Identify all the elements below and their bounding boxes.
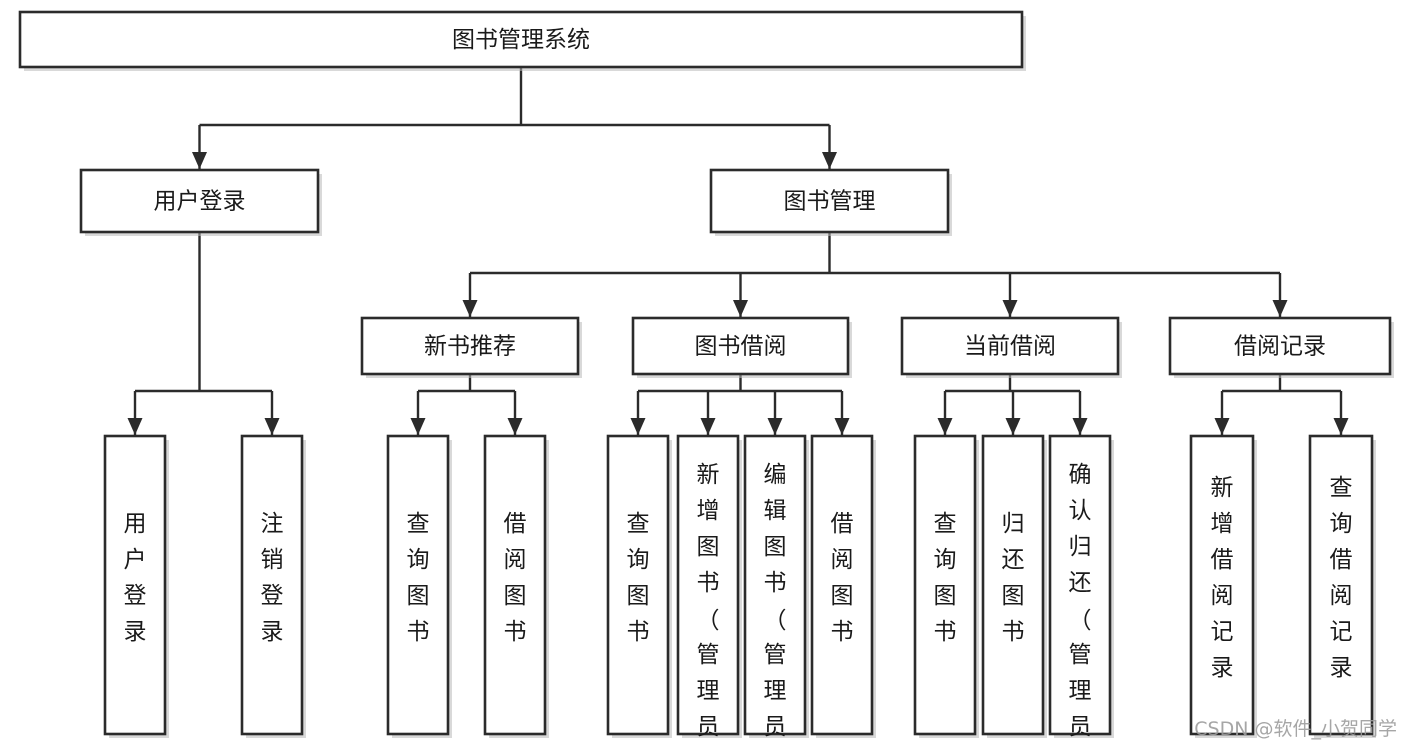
arrow-head [1005,418,1021,435]
node-box[interactable] [606,434,670,736]
node-label: 借阅记录 [1234,334,1326,360]
node-box[interactable] [676,434,740,736]
node-leaf-query-book-1[interactable]: 查询图书 [386,434,452,738]
arrow-head [834,418,850,435]
node-box[interactable] [103,434,167,736]
edge-group-current-borrow [937,374,1088,435]
node-label: 用户登录 [124,511,147,645]
node-label: 新书推荐 [424,334,516,360]
node-box[interactable] [360,316,580,376]
node-leaf-edit-book[interactable]: 编辑图书（管理员） [743,434,809,747]
node-box[interactable] [240,434,304,736]
arrow-head [822,152,837,169]
node-root[interactable]: 图书管理系统 [18,10,1026,71]
node-box[interactable] [810,434,874,736]
arrow-head [1214,418,1230,435]
arrow-head [937,418,953,435]
node-box[interactable] [483,434,547,736]
node-book-manage[interactable]: 图书管理 [709,168,952,236]
node-label: 当前借阅 [964,334,1056,360]
node-box[interactable] [79,168,320,234]
node-label: 图书借阅 [695,334,787,360]
arrow-head [1072,418,1088,435]
node-label: 确认归还（管理员） [1069,462,1092,747]
edge-group-new-book-rec [410,374,523,435]
arrow-head [1333,418,1349,435]
node-leaf-user-login[interactable]: 用户登录 [103,434,169,738]
edge-group-book-borrow [630,374,850,435]
node-borrow-record[interactable]: 借阅记录 [1168,316,1394,378]
node-leaf-confirm-return[interactable]: 确认归还（管理员） [1048,434,1114,747]
node-box[interactable] [1189,434,1255,736]
edge-group-book-manage [462,232,1288,317]
node-leaf-query-book-3[interactable]: 查询图书 [913,434,979,738]
node-label: 借阅图书 [504,511,527,645]
node-leaf-borrow-book-1[interactable]: 借阅图书 [483,434,549,738]
edge-group-root [192,67,837,169]
node-user-login[interactable]: 用户登录 [79,168,322,236]
node-label: 用户登录 [154,189,246,215]
node-leaf-return-book[interactable]: 归还图书 [981,434,1047,738]
node-box[interactable] [18,10,1024,69]
node-label: 图书管理系统 [452,27,590,53]
node-label: 图书管理 [784,189,876,215]
node-leaf-logout[interactable]: 注销登录 [240,434,306,738]
node-label: 注销登录 [261,511,284,645]
node-label: 查询图书 [934,511,957,645]
node-label: 新增图书（管理员） [697,462,720,747]
edge-group-user-login [127,232,280,435]
node-box[interactable] [386,434,450,736]
arrow-head [630,418,646,435]
arrow-head [700,418,716,435]
node-box[interactable] [1048,434,1112,736]
watermark-text: CSDN @软件_小贺同学 [1194,718,1397,740]
node-box[interactable] [1308,434,1374,736]
node-book-borrow[interactable]: 图书借阅 [631,316,852,378]
node-leaf-query-record[interactable]: 查询借阅记录 [1308,434,1376,738]
edges-layer [127,67,1349,435]
node-label: 查询借阅记录 [1330,475,1353,681]
node-box[interactable] [913,434,977,736]
arrow-head [264,418,280,435]
node-new-book-rec[interactable]: 新书推荐 [360,316,582,378]
node-leaf-query-book-2[interactable]: 查询图书 [606,434,672,738]
node-label: 借阅图书 [831,511,854,645]
arrow-head [767,418,783,435]
node-box[interactable] [900,316,1120,376]
node-label: 查询图书 [407,511,430,645]
node-leaf-add-record[interactable]: 新增借阅记录 [1189,434,1257,738]
node-box[interactable] [1168,316,1392,376]
node-label: 查询图书 [627,511,650,645]
arrow-head [462,300,478,317]
node-leaf-borrow-book-2[interactable]: 借阅图书 [810,434,876,738]
arrow-head [507,418,523,435]
arrow-head [192,152,207,169]
node-leaf-add-book[interactable]: 新增图书（管理员） [676,434,742,747]
arrow-head [1272,300,1288,317]
arrow-head [1002,300,1018,317]
node-box[interactable] [631,316,850,376]
edge-group-borrow-record [1214,374,1349,435]
node-current-borrow[interactable]: 当前借阅 [900,316,1122,378]
arrow-head [733,300,748,317]
node-label: 编辑图书（管理员） [764,462,787,747]
arrow-head [410,418,426,435]
node-label: 归还图书 [1002,511,1025,645]
nodes-layer: 图书管理系统用户登录图书管理新书推荐图书借阅当前借阅借阅记录用户登录注销登录查询… [18,10,1394,747]
node-label: 新增借阅记录 [1211,475,1234,681]
arrow-head [127,418,143,435]
node-box[interactable] [709,168,950,234]
node-box[interactable] [743,434,807,736]
node-box[interactable] [981,434,1045,736]
